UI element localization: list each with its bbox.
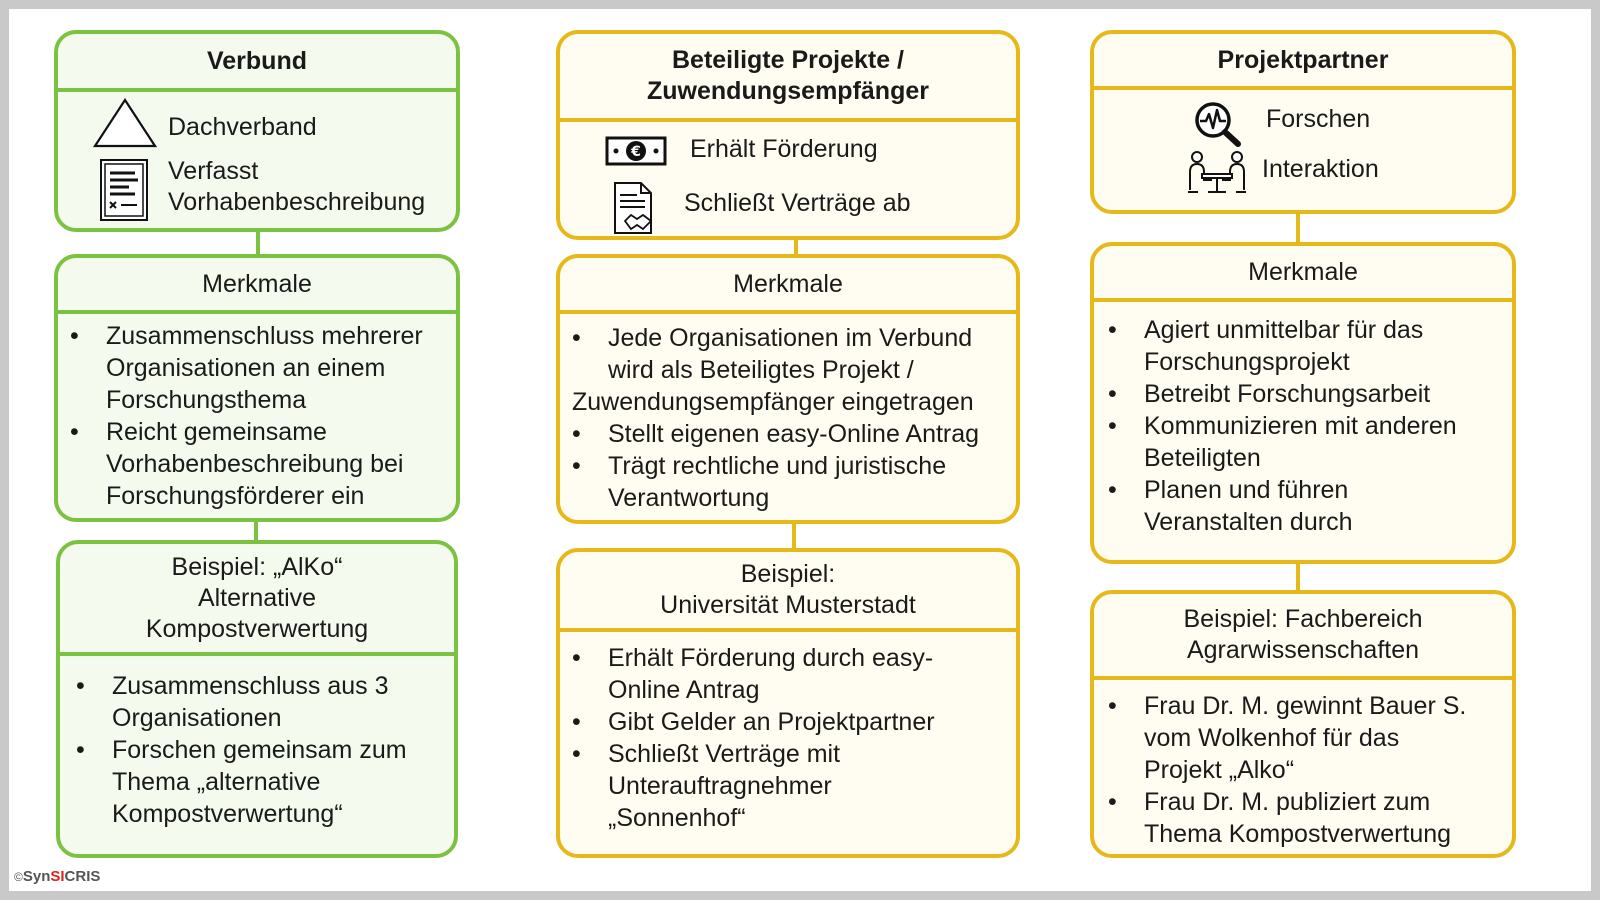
- copyright-label: ©SynSICRIS: [14, 868, 101, 885]
- beteiligte-projekte-title: Beteiligte Projekte / Zuwendungsempfänge…: [560, 34, 1016, 122]
- beispiel-title: Beispiel: Universität Musterstadt: [560, 552, 1016, 632]
- beteiligte-beispiel-box: Beispiel: Universität Musterstadt Erhält…: [556, 548, 1020, 858]
- schliesst-vertraege-label: Schließt Verträge ab: [684, 189, 911, 217]
- list-item: Trägt rechtliche und juristische Verantw…: [566, 450, 1016, 514]
- list-item: Frau Dr. M. publiziert zum Thema Kompost…: [1102, 786, 1512, 850]
- merkmale-title: Merkmale: [58, 258, 456, 314]
- projektpartner-beispiel-box: Beispiel: Fachbereich Agrarwissenschafte…: [1090, 590, 1516, 858]
- verbund-beispiel-box: Beispiel: „AlKo“ Alternative Kompostverw…: [56, 540, 458, 858]
- erhaelt-foerderung-label: Erhält Förderung: [690, 135, 878, 163]
- connector: [254, 522, 258, 542]
- projektpartner-merkmale-box: Merkmale Agiert unmittelbar für das Fors…: [1090, 242, 1516, 564]
- list-item: Gibt Gelder an Projektpartner: [566, 706, 1016, 738]
- people-table-icon: [1186, 150, 1248, 194]
- list-item: Zusammenschluss aus 3 Organisationen: [70, 670, 454, 734]
- connector: [794, 240, 798, 254]
- list-item: Planen und führen Veranstalten durch: [1102, 474, 1512, 538]
- verbund-box: Verbund Dachverband: [54, 30, 460, 232]
- list-item: Schließt Verträge mit Unterauftragnehmer…: [566, 738, 1016, 834]
- list-item: Agiert unmittelbar für das Forschungspro…: [1102, 314, 1512, 378]
- connector: [1296, 564, 1300, 590]
- projektpartner-box: Projektpartner Forschen: [1090, 30, 1516, 214]
- verfasst-label-line2: Vorhabenbeschreibung: [168, 188, 426, 216]
- list-item: Forschen gemeinsam zum Thema „alternativ…: [70, 734, 454, 830]
- beteiligte-projekte-box: Beteiligte Projekte / Zuwendungsempfänge…: [556, 30, 1020, 240]
- list-item-continuation: Zuwendungsempfänger eingetragen: [572, 388, 974, 416]
- list-item: Frau Dr. M. gewinnt Bauer S. vom Wolkenh…: [1102, 690, 1512, 786]
- contract-handshake-icon: [610, 180, 660, 236]
- list-item: Betreibt Forschungsarbeit: [1102, 378, 1512, 410]
- verfasst-label-line1: Verfasst: [168, 157, 259, 185]
- merkmale-title: Merkmale: [560, 258, 1016, 314]
- triangle-icon: [92, 98, 158, 148]
- svg-text:€: €: [630, 144, 641, 160]
- list-item: Erhält Förderung durch easy- Online Antr…: [566, 642, 1016, 706]
- list-item: Zusammenschluss mehrerer Organisationen …: [64, 320, 456, 416]
- document-form-icon: [98, 158, 150, 222]
- interaktion-label: Interaktion: [1262, 155, 1379, 183]
- magnifier-pulse-icon: [1192, 100, 1244, 148]
- connector: [1296, 214, 1300, 244]
- beispiel-title: Beispiel: „AlKo“ Alternative Kompostverw…: [60, 544, 454, 656]
- connector: [256, 232, 260, 254]
- list-item: Kommunizieren mit anderen Beteiligten: [1102, 410, 1512, 474]
- beispiel-title: Beispiel: Fachbereich Agrarwissenschafte…: [1094, 594, 1512, 680]
- dachverband-label: Dachverband: [168, 113, 317, 141]
- verbund-title: Verbund: [58, 34, 456, 92]
- beteiligte-merkmale-box: Merkmale Jede Organisationen im Verbund …: [556, 254, 1020, 524]
- merkmale-title: Merkmale: [1094, 246, 1512, 302]
- projektpartner-title: Projektpartner: [1094, 34, 1512, 90]
- connector: [792, 524, 796, 548]
- list-item: Jede Organisationen im Verbund wird als …: [566, 322, 1016, 386]
- list-item: Stellt eigenen easy-Online Antrag: [566, 418, 1016, 450]
- euro-banknote-icon: €: [604, 134, 668, 168]
- forschen-label: Forschen: [1266, 105, 1371, 133]
- verbund-merkmale-box: Merkmale Zusammenschluss mehrerer Organi…: [54, 254, 460, 522]
- list-item: Reicht gemeinsame Vorhabenbeschreibung b…: [64, 416, 456, 512]
